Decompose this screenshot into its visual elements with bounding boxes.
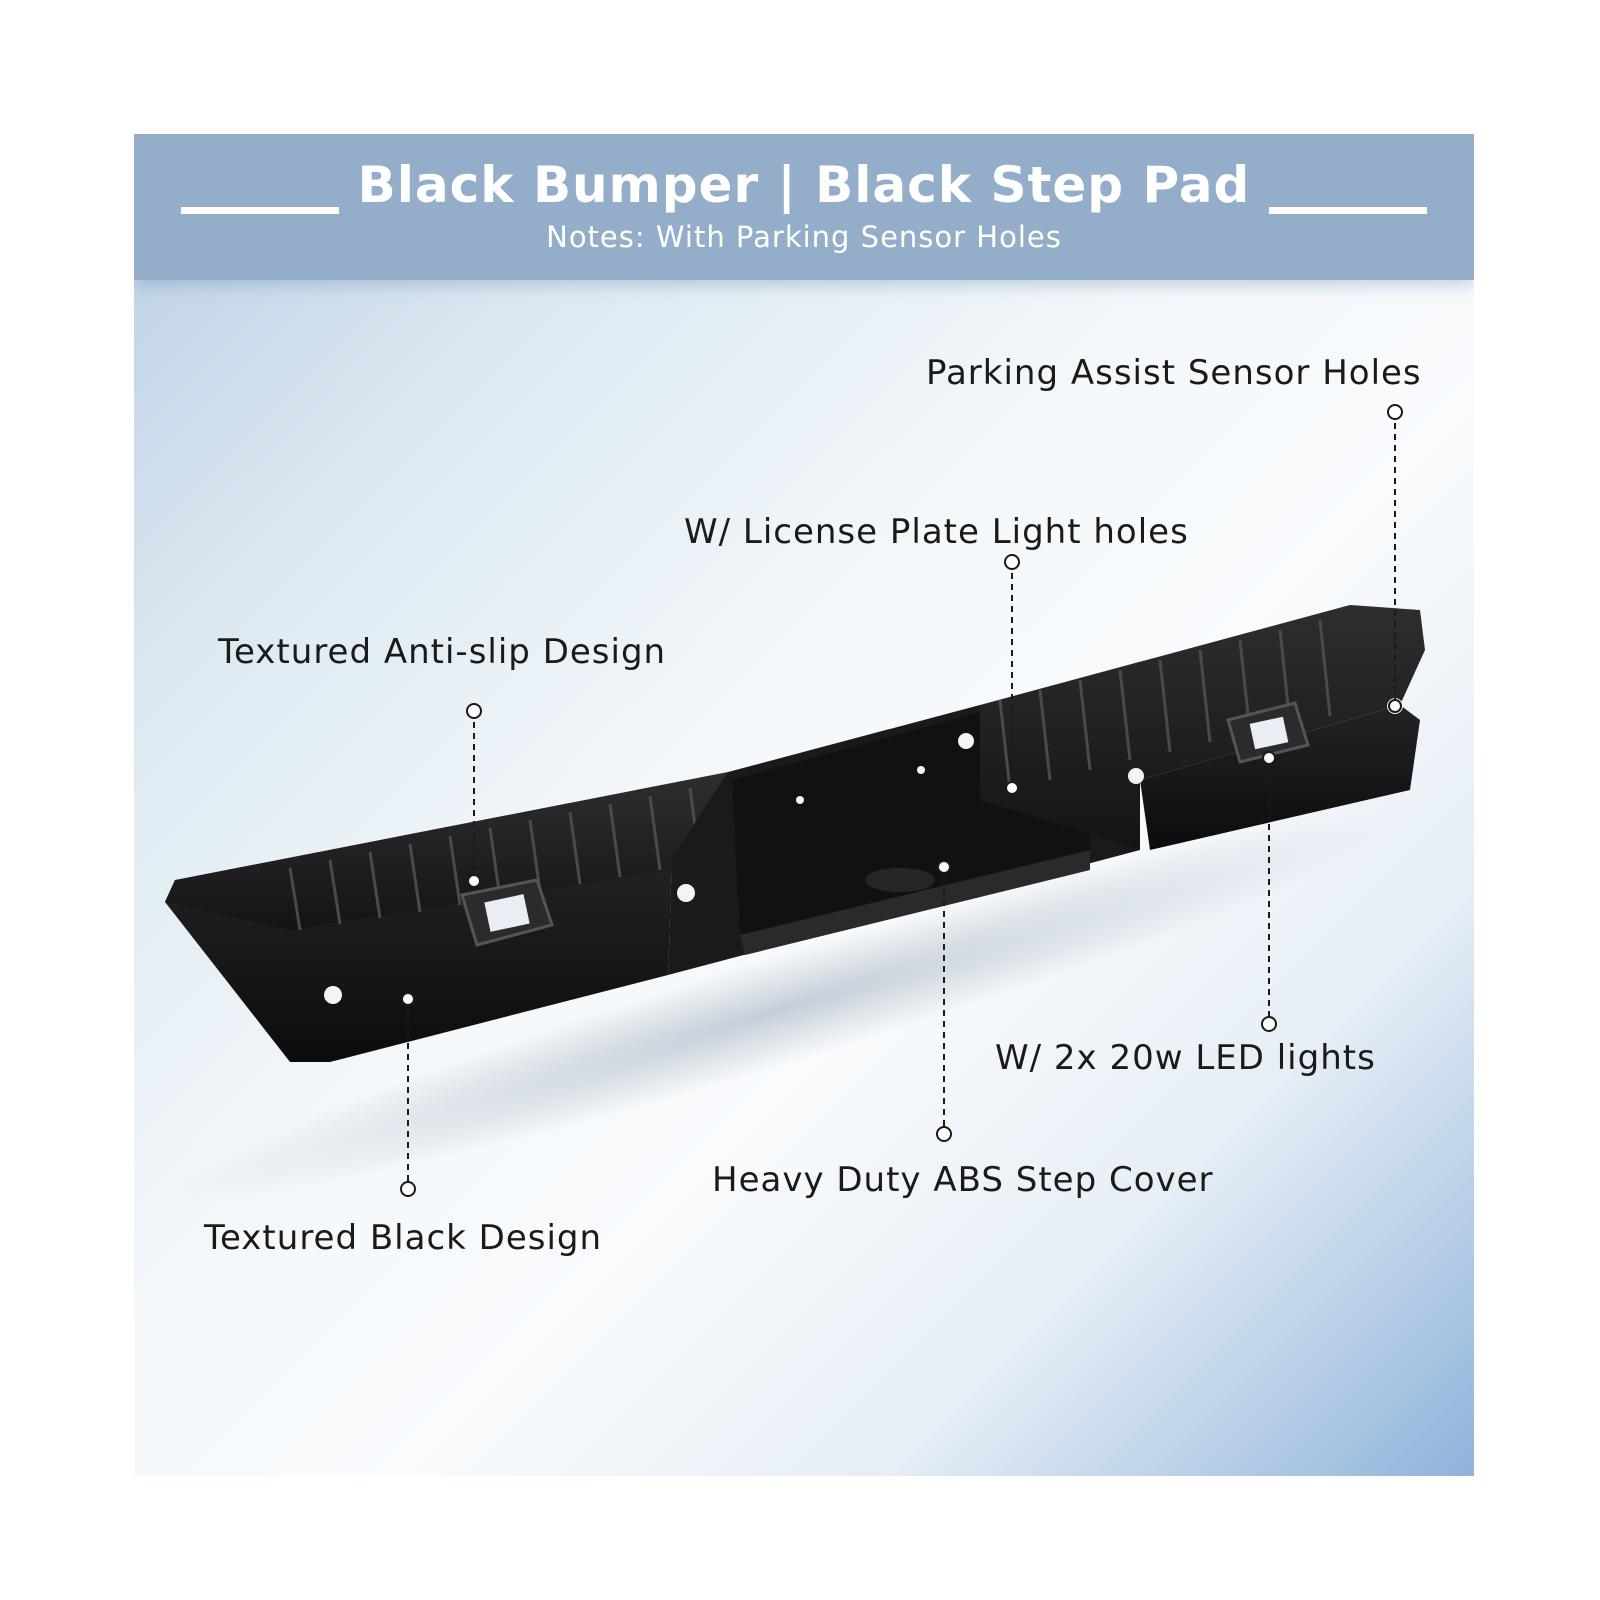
header-rule-left [181, 207, 339, 214]
callout-textured-black-design: Textured Black Design [204, 1218, 603, 1258]
center-recess [732, 712, 1090, 935]
page-title: Black Bumper | Black Step Pad [357, 156, 1251, 214]
bumper [165, 605, 1425, 1062]
bumper-shadow [167, 815, 1393, 1205]
callout-anti-slip-design: Textured Anti-slip Design [218, 632, 667, 672]
callout-markers [400, 404, 1403, 1197]
led-light-right [1226, 701, 1310, 764]
callout-parking-sensor-holes: Parking Assist Sensor Holes [926, 353, 1422, 393]
callout-led-lights: W/ 2x 20w LED lights [995, 1038, 1376, 1078]
step-cover [740, 850, 1090, 955]
right-step-ribs [998, 619, 1332, 791]
bumper-right-front [1140, 705, 1420, 850]
led-light-left [460, 878, 554, 947]
right-step-pad [980, 605, 1425, 850]
hitch-opening [865, 868, 935, 892]
callout-leaders [407, 412, 1396, 1189]
callout-step-cover: Heavy Duty ABS Step Cover [712, 1160, 1214, 1200]
header-band: Black Bumper | Black Step Pad Notes: Wit… [134, 134, 1474, 280]
callout-license-plate-light-holes: W/ License Plate Light holes [684, 512, 1189, 552]
header-rule-right [1269, 207, 1427, 214]
page-subtitle: Notes: With Parking Sensor Holes [546, 220, 1062, 254]
left-step-pad [165, 772, 735, 930]
